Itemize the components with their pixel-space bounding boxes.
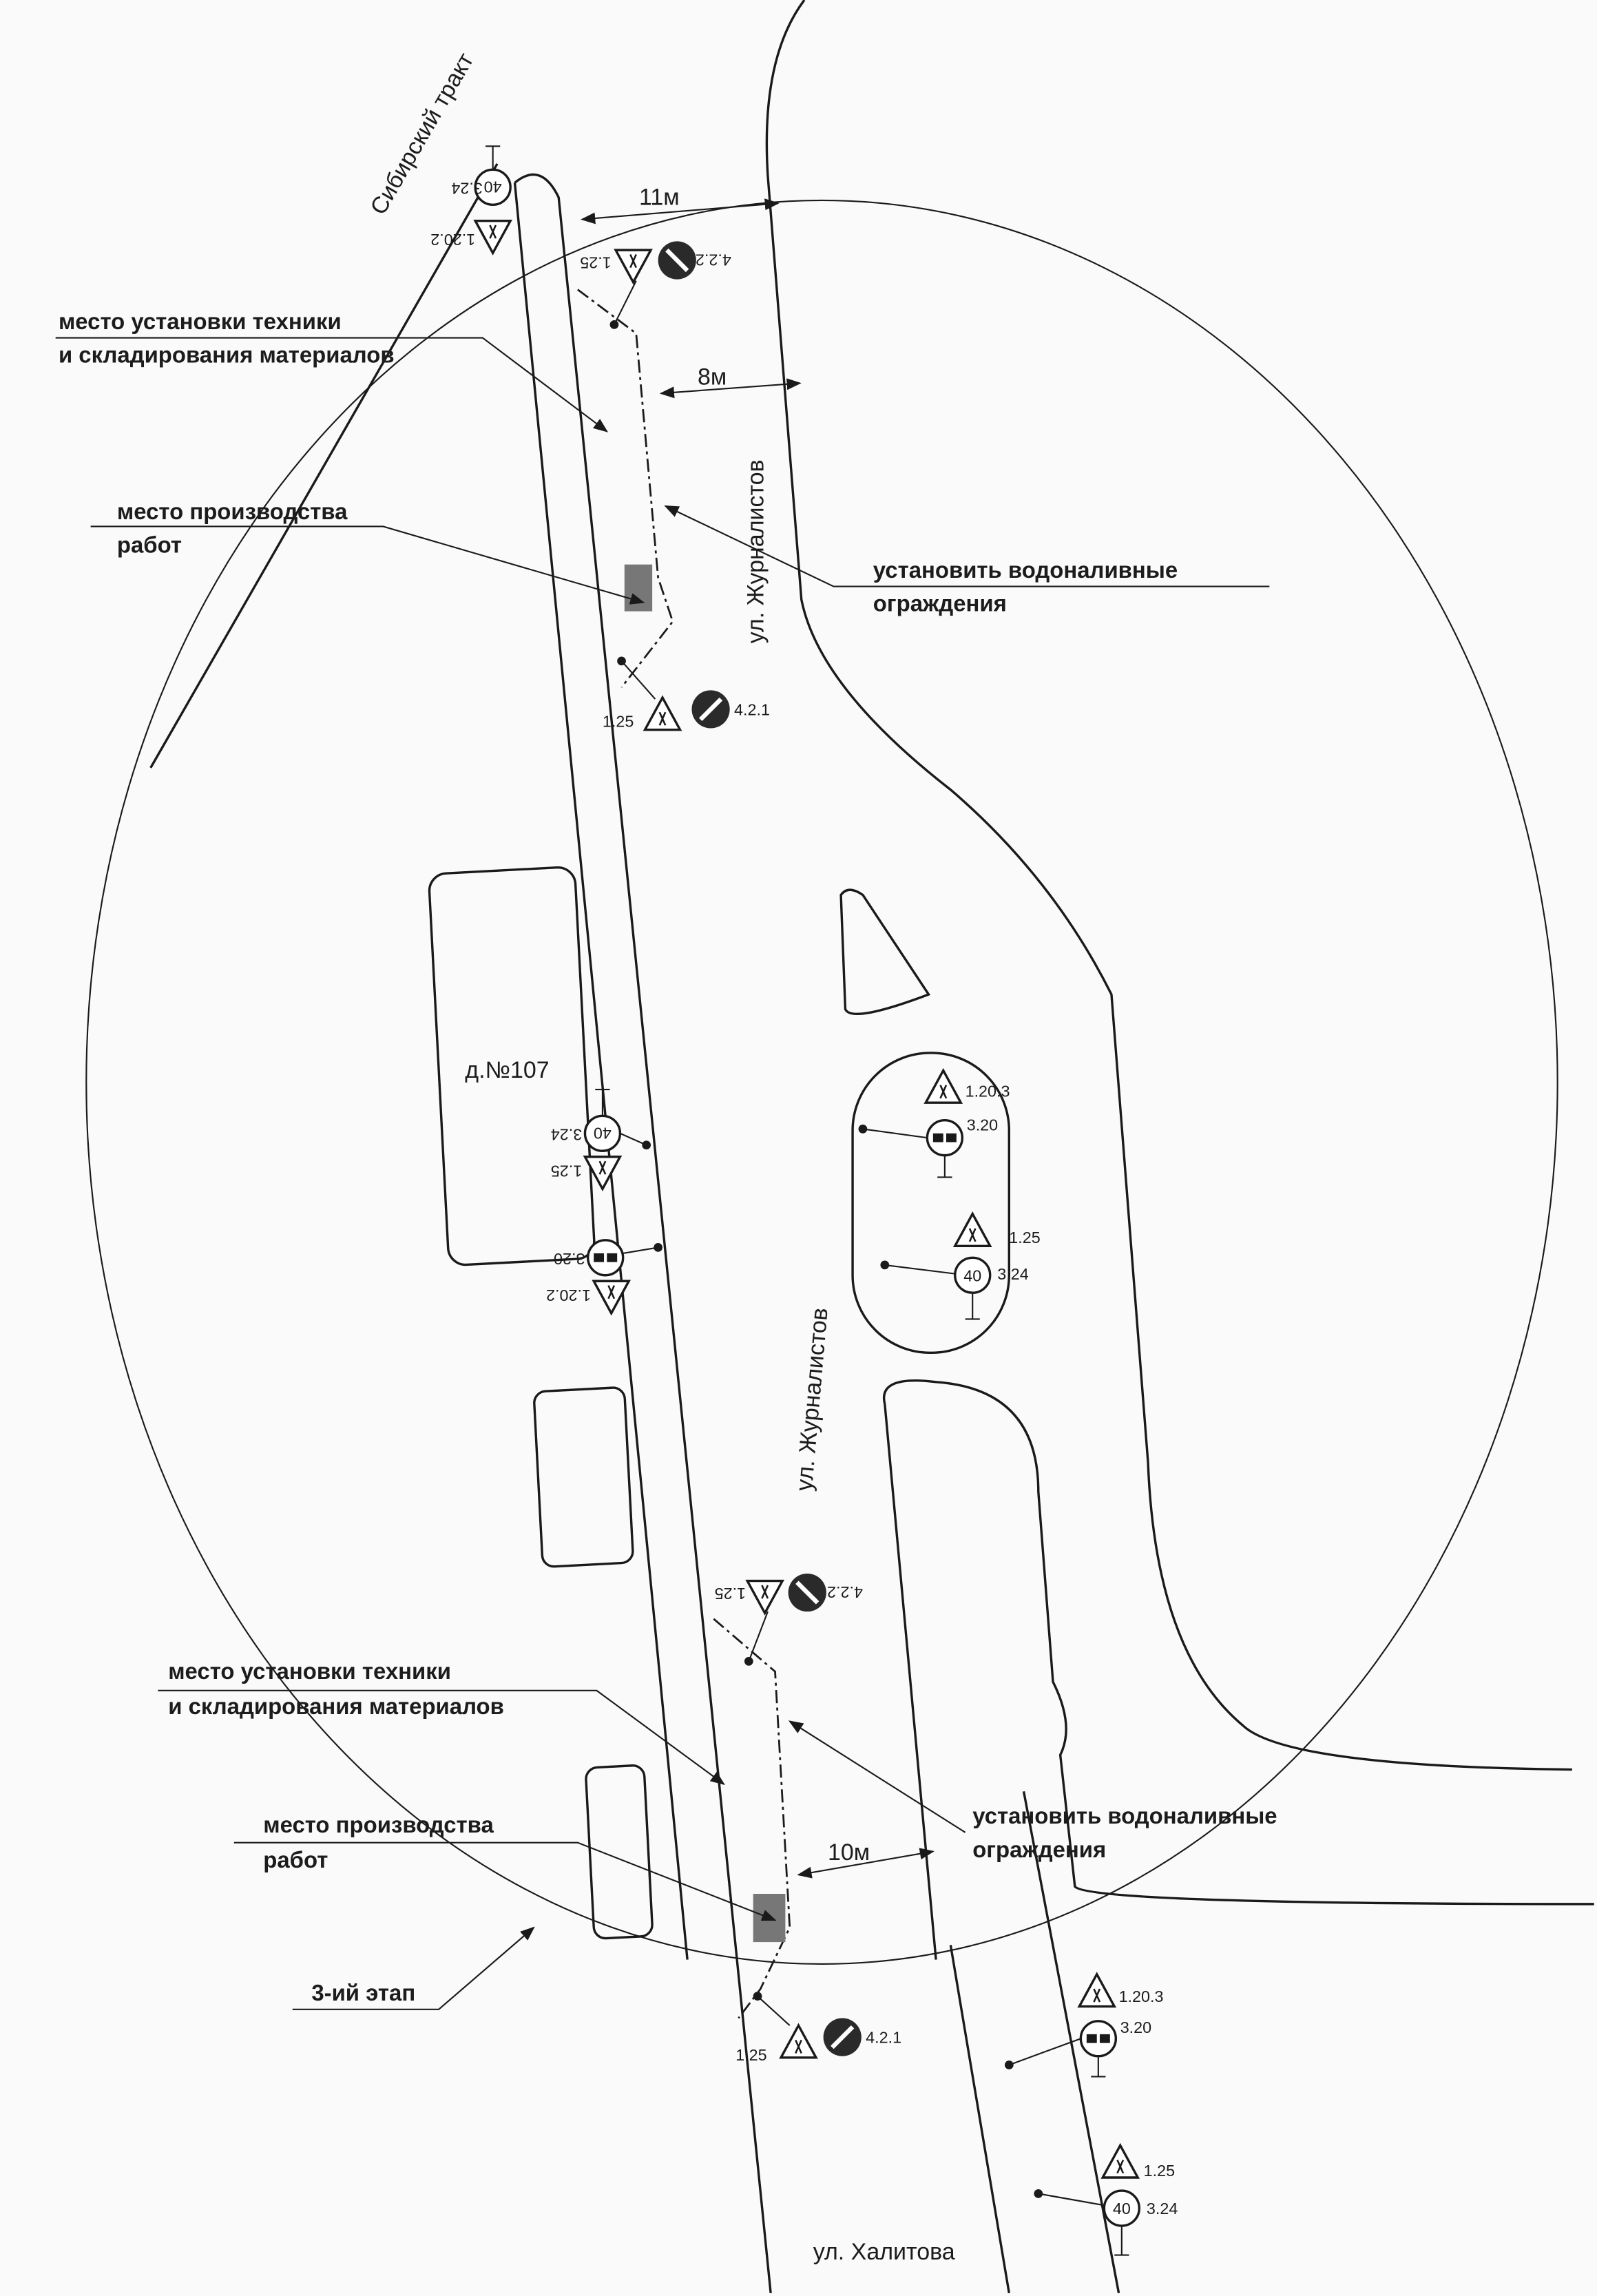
callout-barrier-bottom: установить водоналивные ограждения [788,1720,1277,1862]
keep-left-sign [789,1574,826,1611]
street-zhurnalistov-top: ул. Журналистов [743,459,769,643]
svg-text:3.24: 3.24 [451,179,482,197]
callout-stage: 3-ий этап [292,1926,535,2010]
svg-text:место установки техники: место установки техники [168,1658,451,1684]
road-narrowing-sign [474,219,512,255]
svg-text:3.24: 3.24 [1147,2200,1178,2217]
svg-text:3.20: 3.20 [967,1116,998,1134]
roadwork-sign [954,1212,992,1247]
roads [149,0,1594,2294]
svg-text:1.25: 1.25 [715,1585,746,1603]
svg-text:1.25: 1.25 [1144,2162,1175,2180]
svg-text:40: 40 [1113,2200,1131,2217]
svg-text:и складирования материалов: и складирования материалов [59,342,395,368]
street-khalitova: ул. Халитова [813,2239,955,2265]
roadwork-sign [746,1579,784,1614]
speed-limit-sign: 40 [474,145,512,206]
svg-text:3.24: 3.24 [551,1125,582,1143]
dimension-8m: 8м [698,364,727,390]
keep-right-sign [824,2018,862,2056]
keep-left-sign [658,241,696,279]
callout-equipment-bottom: место установки техники и складирования … [158,1658,725,1786]
callout-barrier-top: установить водоналивные ограждения [664,505,1270,616]
buildings [428,866,654,1940]
barrier-line-bottom [713,1618,791,2019]
svg-text:3.20: 3.20 [554,1250,585,1268]
callout-work-top: место производства работ [90,499,645,605]
no-trucks-overtaking-sign [586,1239,625,1277]
svg-text:3.20: 3.20 [1120,2018,1151,2036]
svg-text:1.20.3: 1.20.3 [1119,1987,1164,2005]
svg-text:4.2.1: 4.2.1 [734,700,770,718]
work-area-top [624,564,653,612]
svg-text:1.25: 1.25 [551,1162,582,1180]
roadwork-sign [614,249,652,284]
roadwork-sign [1101,2144,1139,2179]
svg-text:место установки техники: место установки техники [59,309,342,334]
roadwork-sign [643,696,682,731]
svg-text:работ: работ [263,1847,328,1872]
svg-text:3-ий этап: 3-ий этап [311,1980,415,2005]
dimension-11m: 11м [639,184,680,210]
callout-work-bottom: место производства работ [233,1812,777,1921]
svg-text:установить водоналивные: установить водоналивные [972,1803,1277,1828]
dimensions: 11м 8м 10м [581,184,935,1879]
dimension-10m: 10м [828,1839,870,1866]
svg-text:40: 40 [594,1124,612,1142]
speed-limit-sign: 40 [1103,2189,1141,2256]
svg-text:40: 40 [963,1266,981,1284]
svg-text:3.24: 3.24 [997,1265,1028,1283]
svg-text:ограждения: ограждения [972,1837,1106,1862]
svg-text:1.25: 1.25 [735,2046,766,2064]
road-narrowing-sign [924,1069,962,1104]
callout-equipment-top: место установки техники и складирования … [55,309,609,432]
svg-text:40: 40 [484,178,502,196]
svg-text:1.25: 1.25 [603,712,634,730]
no-trucks-overtaking-sign [1079,2020,1118,2058]
svg-text:место производства: место производства [117,499,348,524]
svg-text:место производства: место производства [263,1812,494,1837]
building-label: д.№107 [465,1057,549,1083]
stage-boundary [85,199,1558,1965]
svg-text:1.20.2: 1.20.2 [546,1286,591,1304]
keep-right-sign [691,690,729,728]
road-narrowing-sign [1078,1973,1116,2008]
svg-text:1.20.3: 1.20.3 [965,1083,1010,1100]
barrier-line-top [577,289,674,688]
svg-text:работ: работ [117,532,182,558]
svg-text:4.2.2: 4.2.2 [696,251,731,269]
svg-text:1.20.2: 1.20.2 [430,231,475,249]
svg-text:и складирования материалов: и складирования материалов [168,1693,504,1719]
svg-text:1.25: 1.25 [1009,1229,1040,1246]
street-zhurnalistov-mid: ул. Журналистов [791,1306,833,1492]
svg-text:ограждения: ограждения [873,591,1007,616]
svg-text:4.2.1: 4.2.1 [866,2029,901,2047]
svg-text:1.25: 1.25 [580,254,611,272]
speed-limit-sign: 40 [583,1088,622,1152]
svg-text:4.2.2: 4.2.2 [827,1583,863,1601]
signs: 40 3.24 1.20.2 1.25 4.2.2 1.25 4.2.1 40 … [430,145,1178,2256]
svg-text:установить водоналивные: установить водоналивные [873,557,1178,583]
roadwork-sign [780,2024,817,2059]
speed-limit-sign: 40 [954,1256,992,1320]
no-trucks-overtaking-sign [926,1118,964,1157]
